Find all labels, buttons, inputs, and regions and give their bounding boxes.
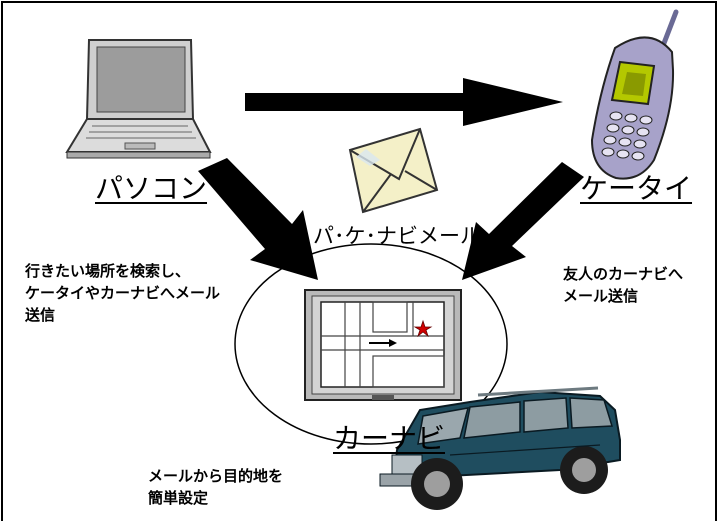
map-star-icon (413, 319, 433, 338)
carnavi-ellipse (234, 243, 508, 445)
carnavi-label: カーナビ (333, 422, 446, 455)
mobile-phone-icon (590, 9, 679, 180)
note-line: ケータイやカーナビへメール (25, 284, 221, 302)
note-search-and-send: 行きたい場所を検索し、 ケータイやカーナビへメール 送信 (25, 260, 265, 326)
note-line: 友人のカーナビへ (563, 265, 684, 283)
suv-car-icon (379, 386, 621, 510)
note-line: 簡単設定 (148, 489, 209, 507)
arrow-pc-to-carnavi (198, 158, 318, 280)
tv-monitor-icon (304, 289, 462, 401)
note-line: メールから目的地を (148, 467, 284, 485)
arrow-pc-to-phone (245, 78, 563, 126)
phone-label: ケータイ (580, 172, 693, 205)
pc-label: パソコン (95, 172, 208, 205)
mail-service-name: パ･ケ･ナビメール (313, 224, 481, 248)
note-line: メール送信 (563, 287, 639, 305)
arrow-phone-to-carnavi (462, 162, 584, 280)
envelope-icon (348, 127, 439, 214)
laptop-icon (65, 39, 212, 159)
note-line: 行きたい場所を検索し、 (25, 262, 191, 280)
note-line: 送信 (25, 306, 56, 324)
note-send-to-friend: 友人のカーナビへ メール送信 (563, 263, 713, 307)
note-easy-destination: メールから目的地を 簡単設定 (148, 465, 348, 509)
